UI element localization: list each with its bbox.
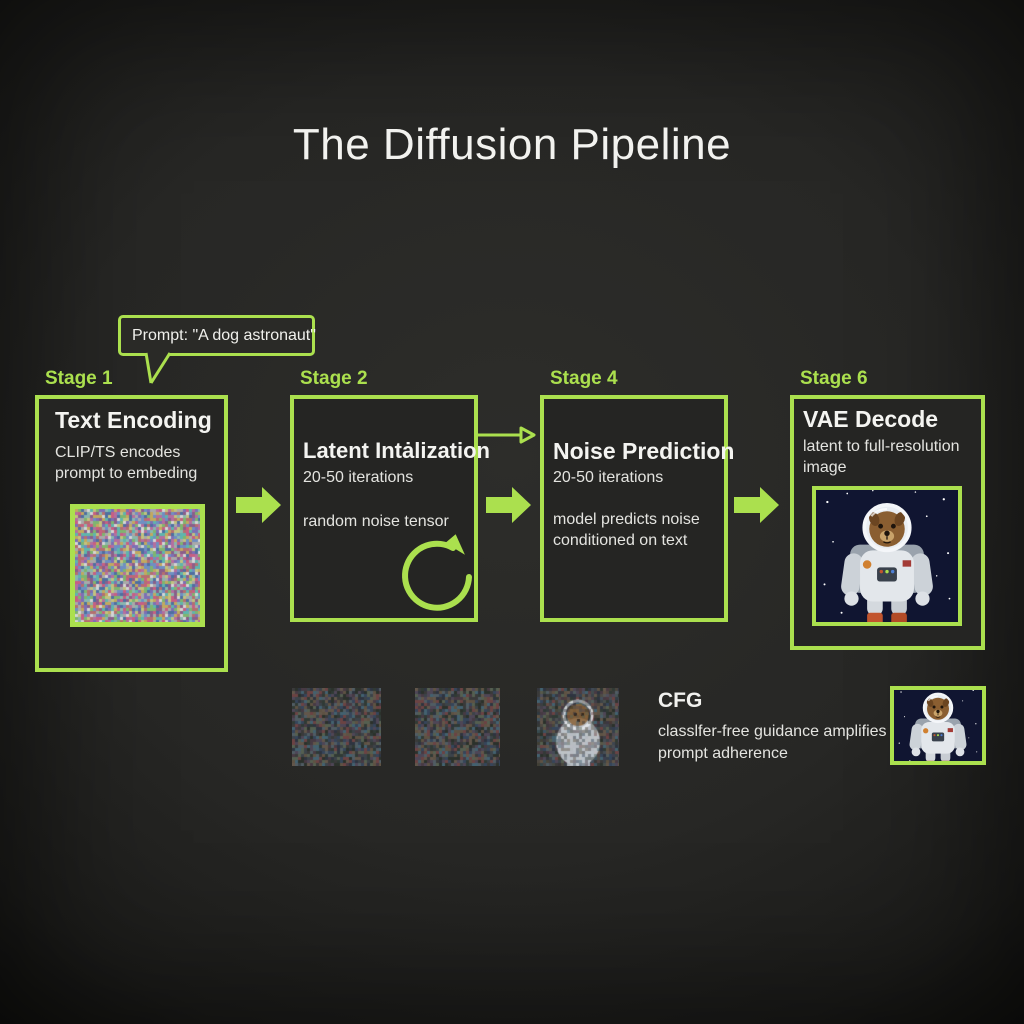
dog-astronaut-image [812,486,962,626]
cycle-arrow-icon [392,526,484,618]
prompt-bubble-text: Prompt: "A dog astronaut" [121,327,316,345]
arrow-right-icon [236,486,282,524]
cfg-description: classlfer-free guidance amplifies prompt… [658,721,910,765]
stage-4-title: Noise Prediction [553,438,734,465]
prompt-bubble: Prompt: "A dog astronaut" [118,315,315,356]
arrow-right-icon [734,486,780,524]
stage-6-title: VAE Decode [803,406,938,433]
stage-2-title: Latent Intȧlization [303,438,490,464]
stage-1-description: CLIP/TS encodes prompt to embeding [55,442,211,484]
stage-1-title: Text Encoding [55,407,212,434]
denoise-step-3-thumbnail [537,688,619,766]
denoise-step-1-thumbnail [292,688,381,766]
noise-tensor-image [70,504,205,627]
stage-2-iterations: 20-50 iterations [303,467,413,488]
page-title: The Diffusion Pipeline [0,120,1024,170]
stage-2-label: Stage 2 [300,368,368,390]
cfg-title: CFG [658,689,702,713]
stage-6-description: latent to full-resolution image [803,436,979,478]
stage-6-label: Stage 6 [800,368,868,390]
stage-4-iterations: 20-50 iterations [553,467,663,488]
stage-4-label: Stage 4 [550,368,618,390]
thin-arrow-right-icon [478,427,536,443]
final-dog-astronaut-thumbnail [890,686,986,765]
speech-bubble-tail [138,353,182,387]
denoise-step-2-thumbnail [415,688,500,766]
stage-4-description: model predicts noise conditioned on text [553,509,715,551]
stage-1-label: Stage 1 [45,368,113,390]
arrow-right-icon [486,486,532,524]
